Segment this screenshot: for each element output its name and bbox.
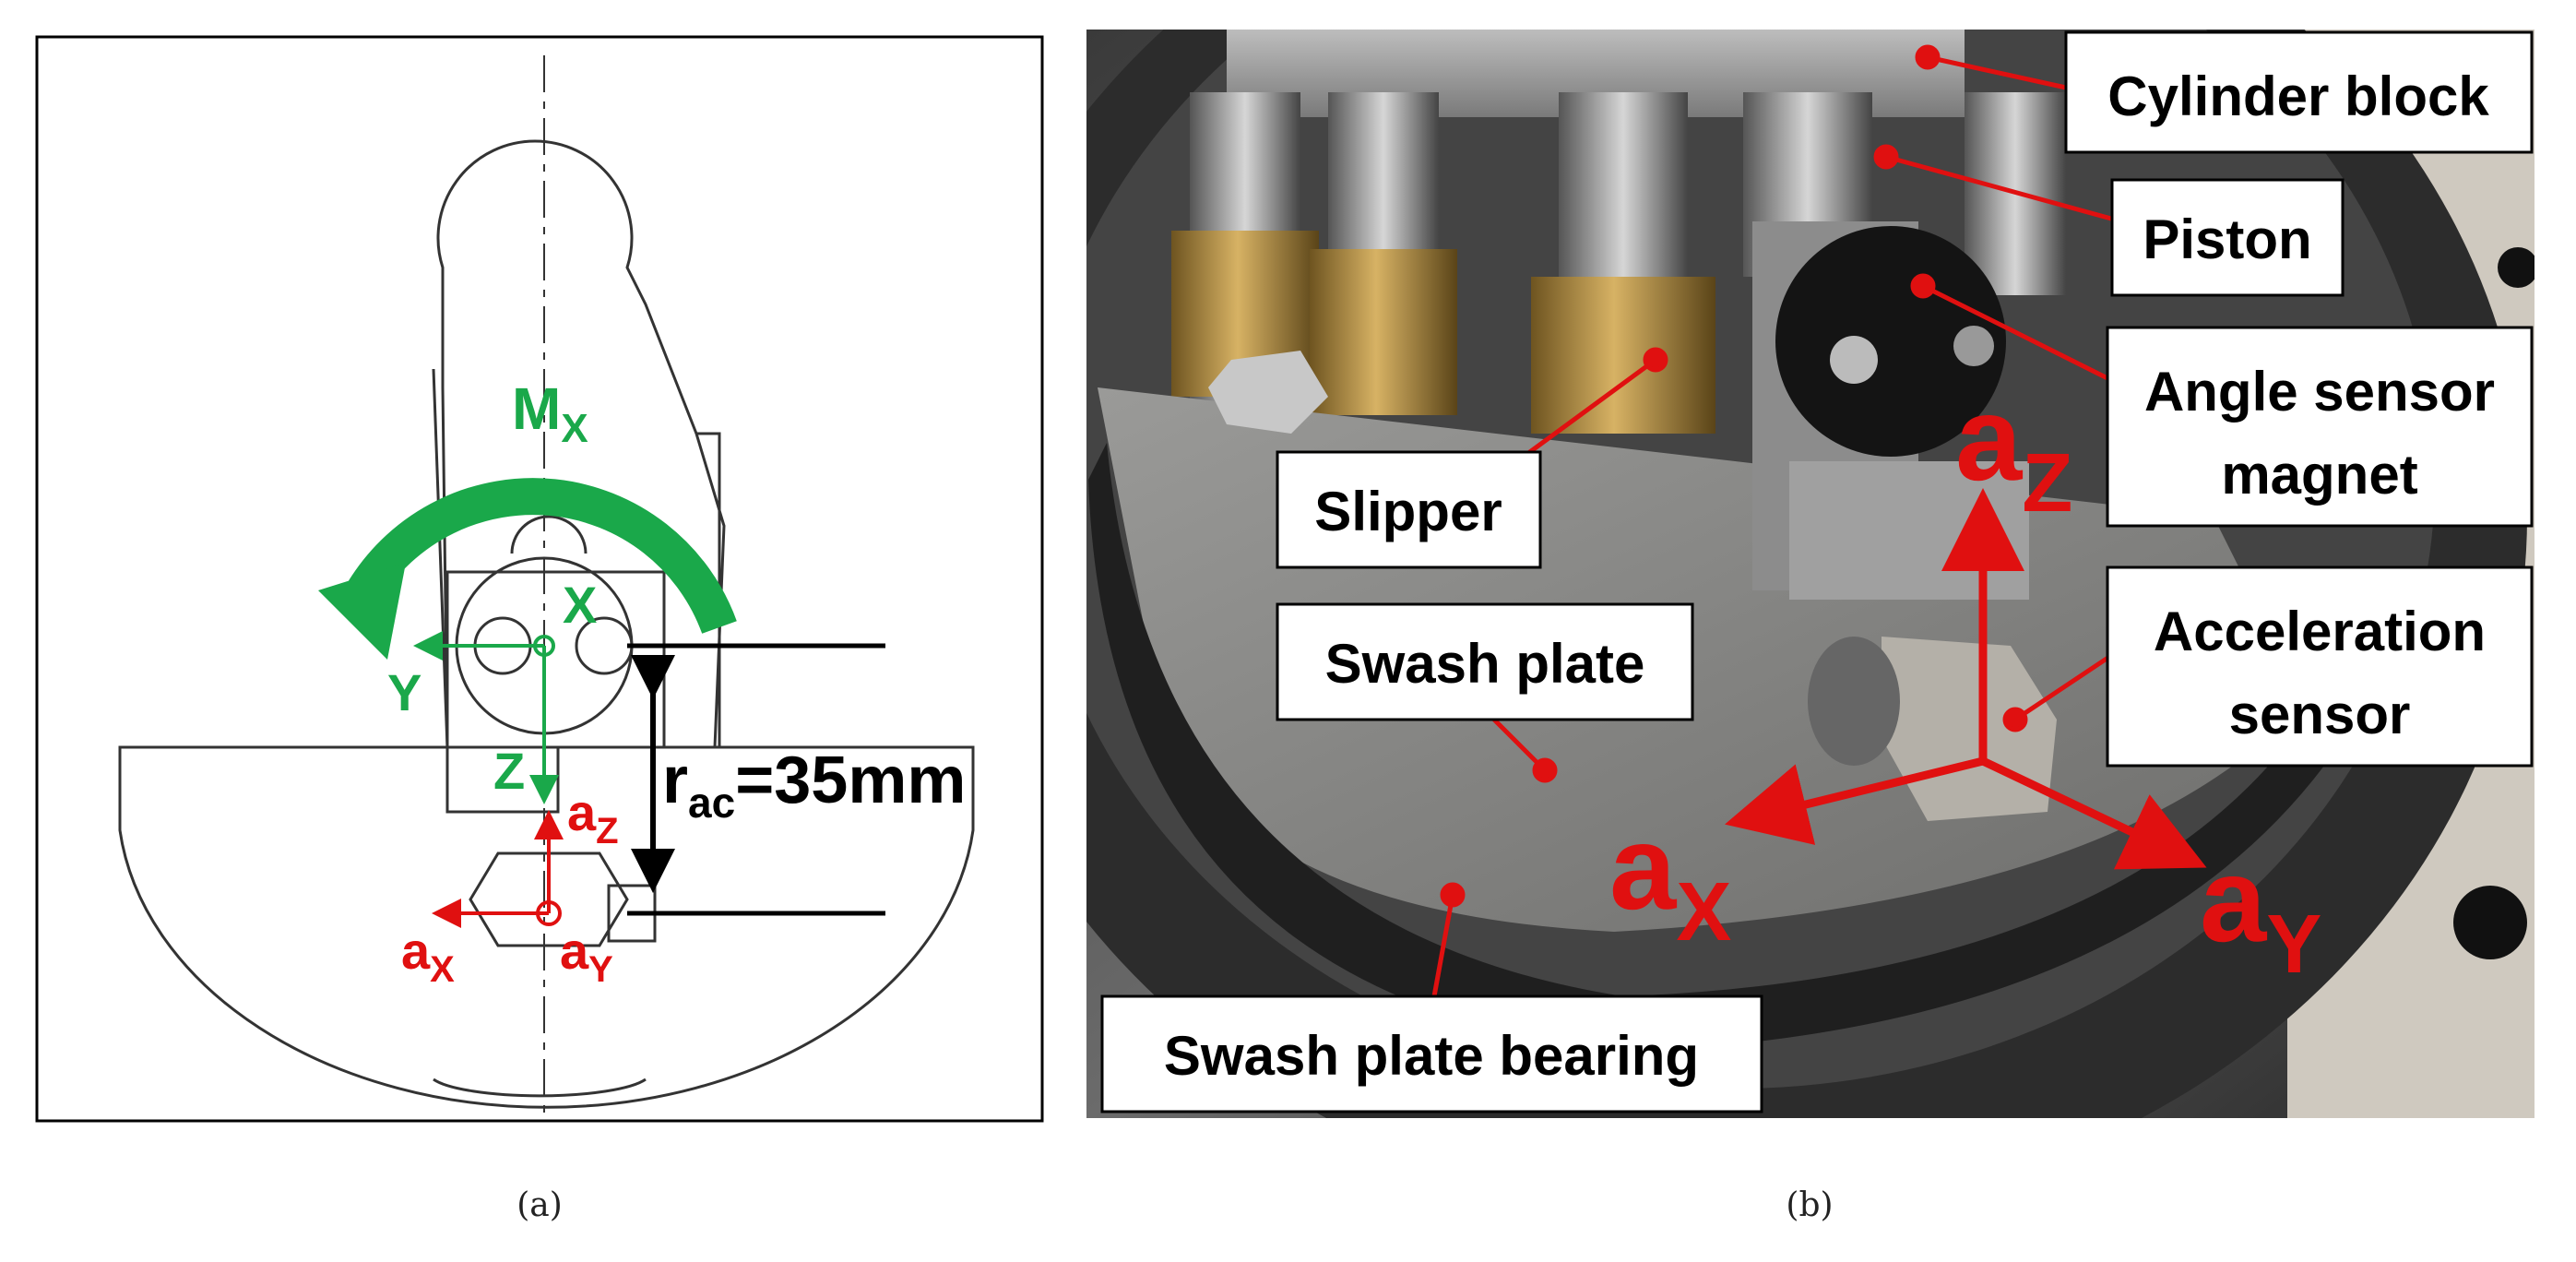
- label-cylinder-block: Cylinder block: [2064, 30, 2534, 154]
- label-piston: Piston: [2110, 178, 2345, 297]
- radius-label: rac=35mm: [662, 744, 966, 827]
- caption-a: (a): [516, 1186, 563, 1224]
- accel-x-label: aX: [401, 922, 455, 990]
- green-origin: [533, 635, 555, 657]
- svg-text:Acceleration: Acceleration: [2154, 601, 2486, 662]
- svg-text:Piston: Piston: [2143, 208, 2311, 270]
- label-slipper: Slipper: [1276, 450, 1542, 569]
- red-origin: [536, 900, 562, 926]
- photo-axis-x-line: [1725, 756, 1985, 845]
- moment-arc-arrow: [349, 478, 737, 634]
- panel-b: aZ aX aY Cylinder block Piston Angle sen…: [1086, 30, 2534, 1224]
- axis-z-label: Z: [493, 742, 525, 800]
- panel-a-frame: [35, 35, 1044, 1123]
- svg-text:Slipper: Slipper: [1314, 481, 1502, 542]
- label-swash-plate: Swash plate: [1276, 602, 1694, 721]
- svg-text:Swash plate: Swash plate: [1325, 633, 1645, 695]
- slippers: [1171, 231, 1715, 434]
- svg-text:Cylinder block: Cylinder block: [2107, 65, 2489, 127]
- accel-y-label: aY: [560, 922, 613, 990]
- leader-lines: [1431, 44, 2122, 997]
- moment-label: MX: [512, 375, 588, 451]
- svg-text:sensor: sensor: [2229, 684, 2411, 745]
- svg-text:Angle sensor: Angle sensor: [2144, 361, 2495, 423]
- photo-axis-x-label: aX: [1609, 800, 1731, 958]
- label-acceleration-sensor: Acceleration sensor: [2106, 566, 2534, 768]
- panel-a: MX X Y Z aZ aX aY rac=35mm (a): [35, 35, 1044, 1224]
- photo-axis-y-line: [1981, 756, 2207, 870]
- label-swash-plate-bearing: Swash plate bearing: [1100, 994, 1763, 1113]
- photo-axis-z-label: aZ: [1955, 371, 2072, 530]
- label-angle-sensor-magnet: Angle sensor magnet: [2106, 326, 2534, 528]
- photo-axis-y-label: aY: [2200, 832, 2321, 991]
- caption-b: (b): [1786, 1186, 1833, 1224]
- svg-text:Swash plate bearing: Swash plate bearing: [1164, 1025, 1699, 1087]
- moment-arrowhead: [318, 563, 406, 660]
- axis-x-label: X: [563, 576, 597, 634]
- axis-y-label: Y: [387, 663, 421, 721]
- svg-text:magnet: magnet: [2221, 444, 2417, 506]
- accel-z-label: aZ: [567, 783, 619, 851]
